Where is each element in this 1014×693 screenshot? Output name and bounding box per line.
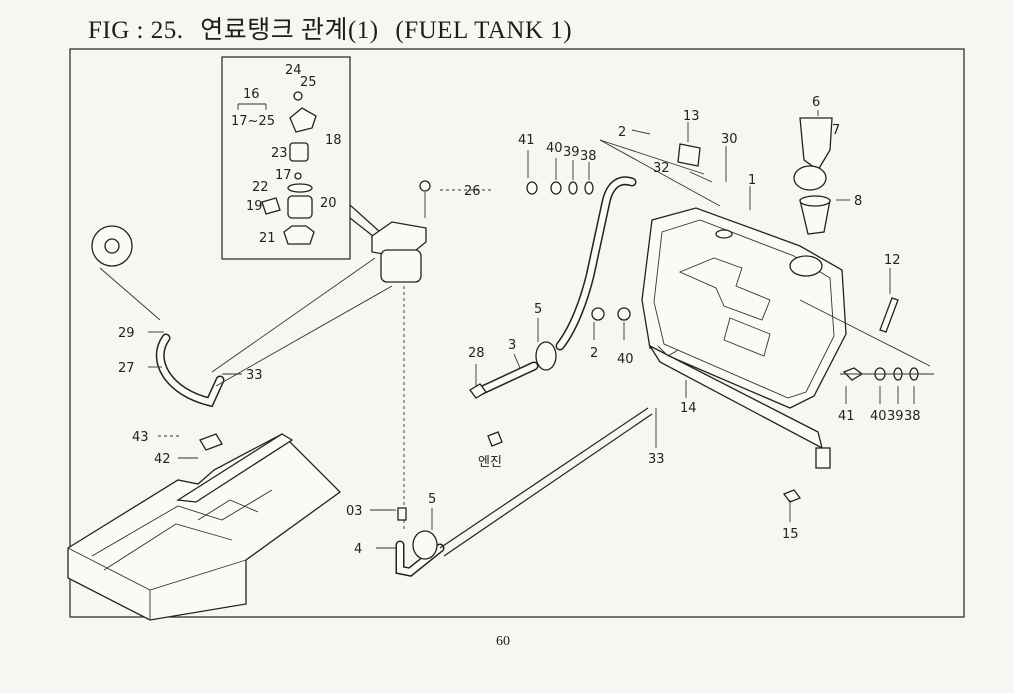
callout-17-25: 17~25 [231,114,275,129]
callout-21: 21 [259,231,276,246]
title-english: (FUEL TANK 1) [395,17,573,44]
leader-lines [148,110,931,549]
callout-19: 19 [246,199,263,214]
callout-23: 23 [271,146,288,161]
bracket-13 [677,143,701,167]
sediment-filter [371,180,431,283]
callout-6: 6 [812,95,820,110]
chassis-frame [67,433,341,621]
callout-22: 22 [252,180,269,195]
callout-32: 32 [653,161,670,176]
tank-band-12 [879,297,899,333]
callout-41-right: 41 [838,409,855,424]
callout-12: 12 [884,253,901,268]
callout-17: 17 [275,168,292,183]
callout-2-mid: 2 [590,346,598,361]
callout-42: 42 [154,452,171,467]
fuel-tank [641,207,847,450]
callout-33-left: 33 [246,368,263,383]
callout-40-upper: 40 [546,141,563,156]
callout-15: 15 [782,527,799,542]
figure-title: FIG : 25. 연료탱크 관계(1) (FUEL TANK 1) [88,10,572,46]
filter-inset-box [221,56,351,260]
callout-1: 1 [748,173,756,188]
callout-20: 20 [320,196,337,211]
callout-13: 13 [683,109,700,124]
callout-38-upper: 38 [580,149,597,164]
tank-cap [793,117,833,191]
callout-24: 24 [285,63,302,78]
engine-label: 엔진 [478,455,502,470]
callout-43: 43 [132,430,149,445]
callout-40-right: 40 [870,409,887,424]
fitting-group-right [840,367,934,381]
page-number: 60 [496,634,510,649]
callout-5-bottom: 5 [428,492,436,507]
inset-pointer [349,204,381,233]
callout-3: 3 [508,338,516,353]
fuel-pump [91,225,161,321]
callout-26: 26 [464,184,481,199]
main-callouts: 26 29 27 33 43 42 03 5 4 28 3 5 2 40 41 … [118,95,921,557]
fuel-pipe-14 [439,407,649,549]
callout-39-upper: 39 [563,145,580,160]
callout-40-mid: 40 [617,352,634,367]
inset-callouts: 24 25 16 17~25 18 23 17 22 20 19 21 [231,63,342,246]
callout-18: 18 [325,133,342,148]
callout-8: 8 [854,194,862,209]
callout-28: 28 [468,346,485,361]
callout-5-mid: 5 [534,302,542,317]
callout-29: 29 [118,326,135,341]
diagram-frame [69,48,965,618]
callout-38-right: 38 [904,409,921,424]
callout-7: 7 [832,123,840,138]
drain-cock [815,447,831,469]
inset-parts [261,91,317,245]
figure-number: FIG : 25. [88,17,184,44]
callout-25: 25 [300,75,317,90]
callout-14: 14 [680,401,697,416]
callout-30: 30 [721,132,738,147]
callout-27: 27 [118,361,135,376]
callout-33-bottom: 33 [648,452,665,467]
callout-41-upper: 41 [518,133,535,148]
callout-2-upper: 2 [618,125,626,140]
callout-4: 4 [354,542,362,557]
fuel-strainer [799,195,831,235]
title-korean: 연료탱크 관계(1) [200,17,379,44]
callout-03: 03 [346,504,363,519]
callout-16: 16 [243,87,260,102]
callout-39-right: 39 [887,409,904,424]
fitting-group-upper [526,181,594,195]
